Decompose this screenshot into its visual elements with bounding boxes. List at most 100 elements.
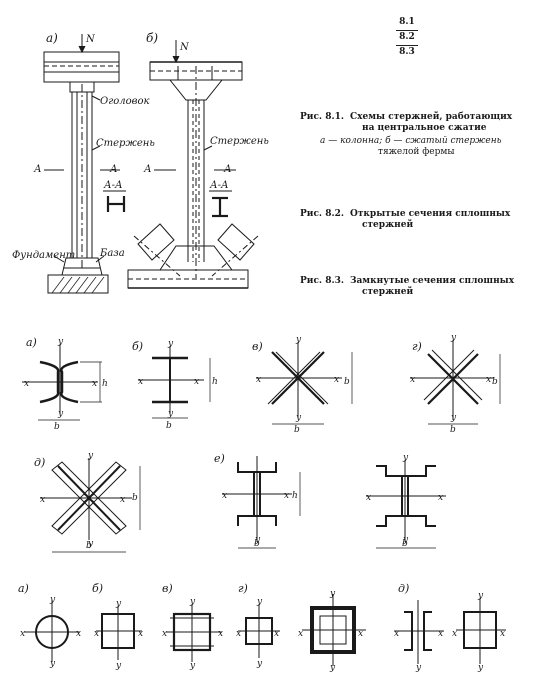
svg-text:y: y: [402, 453, 409, 463]
beam: [43, 51, 120, 83]
fig-8-1-truss-rod: б) N Стержень А А А-А: [127, 31, 269, 289]
svg-text:А: А: [143, 164, 152, 175]
fig-8-2-f-channels-2: x x y y b: [366, 453, 446, 549]
svg-text:b: b: [86, 541, 92, 551]
svg-text:y: y: [256, 597, 263, 607]
svg-text:Оголовок: Оголовок: [100, 96, 150, 107]
svg-text:А-А: А-А: [209, 180, 229, 191]
svg-text:а): а): [18, 582, 29, 595]
fig-8-2-b-welded-i: б) x x y y h b: [132, 339, 218, 431]
foundation: [47, 274, 109, 294]
svg-text:А: А: [33, 164, 42, 175]
svg-text:y: y: [256, 659, 263, 669]
svg-text:h: h: [292, 491, 298, 501]
svg-text:д): д): [398, 582, 409, 595]
svg-text:y: y: [295, 335, 302, 345]
svg-text:y: y: [477, 591, 484, 601]
svg-text:y: y: [115, 661, 122, 671]
page-number-divider-2: [396, 45, 418, 46]
fig-8-2-d-cross: г) x x y y b b: [410, 333, 501, 435]
svg-text:y: y: [189, 661, 196, 671]
svg-text:x: x: [438, 629, 443, 639]
fig-8-2-c-cross-angles: в) x x y y b b: [252, 335, 353, 435]
svg-text:b: b: [294, 425, 300, 435]
caption-fig-8-1: Рис. 8.1.Схемы стержней, работающих на ц…: [300, 112, 535, 158]
svg-text:x: x: [256, 375, 261, 385]
svg-text:д): д): [34, 456, 45, 469]
svg-text:y: y: [450, 333, 457, 343]
panel-label-a: а): [46, 31, 58, 45]
svg-text:x: x: [334, 375, 339, 385]
page-number-divider-1: [396, 30, 418, 31]
svg-text:а): а): [26, 336, 37, 349]
svg-text:b: b: [402, 539, 408, 549]
fig-8-2-a-i-beam: а) x x y y h b: [22, 336, 108, 432]
fig-8-3-a-tube: а) x x y y: [18, 582, 81, 669]
svg-text:x: x: [394, 629, 399, 639]
svg-text:x: x: [274, 629, 279, 639]
svg-text:x: x: [298, 629, 303, 639]
svg-text:x: x: [76, 629, 81, 639]
svg-text:x: x: [358, 629, 363, 639]
svg-text:b: b: [54, 422, 60, 432]
svg-text:б): б): [92, 582, 103, 595]
page-number-2: 8.2: [399, 32, 415, 42]
page-number-3: 8.3: [399, 47, 415, 57]
svg-text:N: N: [179, 42, 190, 53]
svg-text:г): г): [238, 582, 248, 595]
svg-text:x: x: [138, 629, 143, 639]
svg-text:y: y: [329, 589, 336, 599]
svg-text:x: x: [194, 377, 199, 387]
svg-text:y: y: [402, 535, 409, 545]
fig-8-3-d-box: г) x x y y: [236, 582, 280, 669]
svg-text:б): б): [146, 31, 158, 45]
fig-8-3-f-channels-boxed: д) x x y x x y y: [394, 582, 506, 673]
svg-text:в): в): [162, 582, 173, 595]
svg-text:x: x: [24, 379, 29, 389]
svg-text:x: x: [236, 629, 241, 639]
svg-text:h: h: [102, 379, 108, 389]
svg-text:x: x: [222, 491, 227, 501]
svg-text:y: y: [115, 599, 122, 609]
svg-text:y: y: [49, 659, 56, 669]
svg-text:y: y: [415, 663, 422, 673]
svg-text:y: y: [167, 409, 174, 419]
svg-text:x: x: [284, 491, 289, 501]
svg-text:x: x: [162, 629, 167, 639]
svg-text:x: x: [500, 629, 505, 639]
svg-text:x: x: [20, 629, 25, 639]
svg-text:b: b: [344, 377, 350, 387]
svg-text:x: x: [438, 493, 443, 503]
svg-text:b: b: [166, 421, 172, 431]
fig-8-3-e-heavy-box: x x y y: [298, 589, 366, 673]
svg-text:y: y: [295, 413, 302, 423]
svg-text:y: y: [189, 597, 196, 607]
svg-text:x: x: [486, 375, 491, 385]
svg-text:Фундамент: Фундамент: [12, 250, 75, 261]
svg-text:y: y: [87, 539, 94, 549]
svg-text:x: x: [452, 629, 457, 639]
svg-text:А-А: А-А: [103, 180, 123, 191]
svg-text:Стержень: Стержень: [96, 138, 155, 149]
svg-text:База: База: [99, 248, 125, 259]
svg-text:y: y: [477, 663, 484, 673]
svg-text:x: x: [138, 377, 143, 387]
fig-8-3-b-box: б) x x y y: [92, 582, 143, 671]
svg-text:h: h: [212, 377, 218, 387]
svg-text:b: b: [254, 539, 260, 549]
caption-fig-8-3: Рис. 8.3.Замкнутые сечения сплошных стер…: [300, 276, 515, 297]
svg-text:y: y: [87, 451, 94, 461]
svg-text:b: b: [450, 425, 456, 435]
fig-8-2-f-channels: е) x x y h b: [214, 452, 301, 549]
svg-text:y: y: [49, 595, 56, 605]
svg-text:г): г): [412, 340, 422, 353]
svg-text:Стержень: Стержень: [210, 136, 269, 147]
svg-text:x: x: [40, 495, 45, 505]
svg-text:е): е): [214, 452, 225, 465]
svg-text:y: y: [329, 663, 336, 673]
page-number-1: 8.1: [399, 17, 415, 27]
force-label: N: [85, 34, 96, 45]
svg-text:b: b: [132, 493, 138, 503]
svg-text:x: x: [218, 629, 223, 639]
